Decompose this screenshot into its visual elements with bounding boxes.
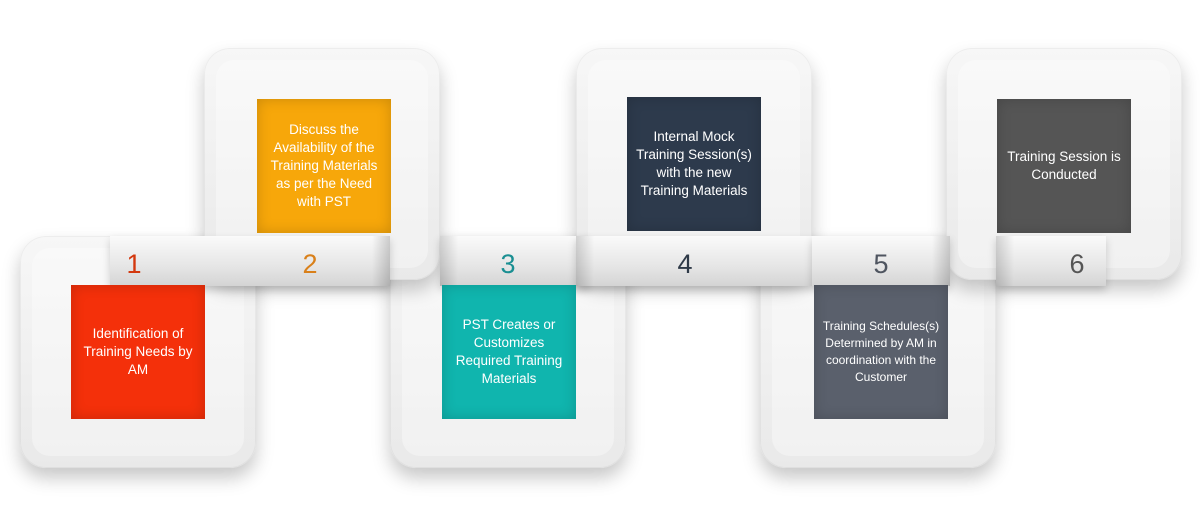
step-3-box: PST Creates or Customizes Required Train… bbox=[442, 285, 576, 419]
step-5-text: Training Schedules(s) Determined by AM i… bbox=[822, 319, 940, 384]
step-3-number: 3 bbox=[500, 249, 516, 279]
step-2-box: Discuss the Availability of the Training… bbox=[257, 99, 391, 233]
step-4-number: 4 bbox=[677, 249, 693, 279]
step-3-text: PST Creates or Customizes Required Train… bbox=[455, 317, 563, 386]
step-5-box: Training Schedules(s) Determined by AM i… bbox=[814, 285, 948, 419]
step-2-text: Discuss the Availability of the Training… bbox=[270, 122, 378, 209]
step-1-number: 1 bbox=[126, 249, 142, 279]
step-6-box: Training Session is Conducted bbox=[997, 99, 1131, 233]
step-6-number: 6 bbox=[1069, 249, 1085, 279]
step-1-text: Identification of Training Needs by AM bbox=[83, 326, 193, 377]
connector-band-4 bbox=[812, 236, 950, 286]
step-4-text: Internal Mock Training Session(s) with t… bbox=[636, 129, 752, 198]
connector-band-1 bbox=[110, 236, 390, 286]
connector-band-5 bbox=[996, 236, 1106, 286]
step-4-box: Internal Mock Training Session(s) with t… bbox=[627, 97, 761, 231]
connector-band-2 bbox=[440, 236, 590, 286]
step-6-text: Training Session is Conducted bbox=[1007, 149, 1121, 182]
connector-band-3 bbox=[576, 236, 812, 286]
step-5-number: 5 bbox=[873, 249, 889, 279]
step-1-box: Identification of Training Needs by AM bbox=[71, 285, 205, 419]
step-2-number: 2 bbox=[302, 249, 318, 279]
frame-step-6 bbox=[946, 48, 1182, 280]
